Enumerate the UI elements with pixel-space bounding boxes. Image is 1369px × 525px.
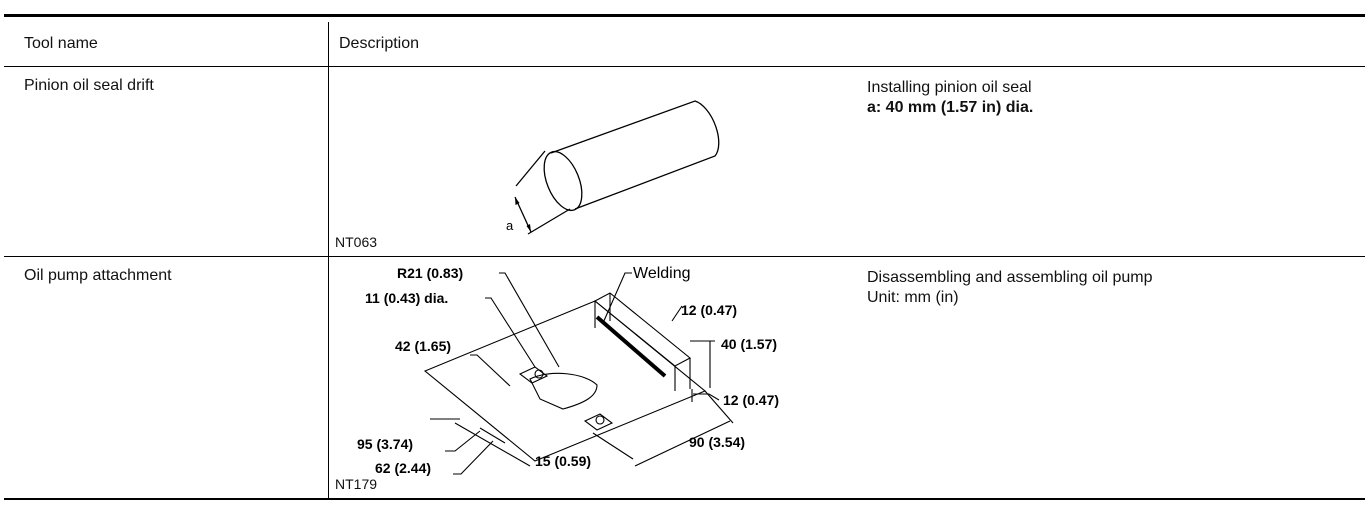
label-r21: R21 (0.83) [397, 265, 463, 281]
label-95: 95 (3.74) [357, 436, 413, 452]
leader-42 [470, 354, 511, 387]
note-dimension: a: 40 mm (1.57 in) dia. [867, 99, 1034, 116]
pin-hole-right [595, 415, 605, 425]
dim-90 [634, 420, 731, 467]
tool-name-cell: Pinion oil seal drift [4, 66, 329, 257]
label-40: 40 (1.57) [721, 336, 777, 352]
leader-62 [453, 440, 494, 475]
pin-hole-left [534, 369, 544, 379]
description-cell: a NT063 Installing pinion oil seal a: 40… [328, 66, 1365, 257]
label-62: 62 (2.44) [375, 460, 431, 476]
weld-seam [595, 315, 667, 378]
leader-11dia [485, 297, 536, 368]
note-usage: Installing pinion oil seal [867, 79, 1032, 96]
dim-90-ext [704, 390, 734, 424]
dim-arrow-bottom [526, 224, 531, 232]
label-12-upper: 12 (0.47) [681, 302, 737, 318]
dim-95 [454, 422, 531, 467]
dim-label-a: a [506, 218, 514, 233]
drift-body [550, 100, 720, 210]
label-12-lower: 12 (0.47) [723, 392, 779, 408]
table-row: Oil pump attachment [4, 256, 1365, 500]
dim-62 [479, 427, 506, 444]
oil-pump-attachment-illustration: R21 (0.83) 12 (0.47) 40 (1.57) 42 (1.65)… [357, 265, 779, 476]
pin-block-right [583, 413, 614, 431]
leader-welding [602, 272, 632, 324]
dim-extension-upper [515, 150, 546, 187]
pin-block-left [518, 366, 549, 384]
label-42: 42 (1.65) [395, 338, 451, 354]
label-90: 90 (3.54) [689, 434, 745, 450]
tool-usage-note: Disassembling and assembling oil pump Un… [867, 268, 1152, 308]
leader-12-lower [693, 393, 720, 401]
label-welding: Welding [633, 265, 691, 282]
dim-extension-lower [527, 208, 571, 235]
table-header-row: Tool name Description [4, 22, 1365, 67]
dim-12-upper [671, 305, 683, 322]
dim-15 [592, 432, 634, 460]
leader-r21 [499, 272, 560, 368]
top-rule [4, 14, 1365, 17]
pinion-oil-seal-drift-illustration: a [506, 100, 720, 235]
label-11-dia: 11 (0.43) dia. [365, 290, 448, 306]
note-unit: Unit: mm (in) [867, 289, 959, 306]
tool-usage-note: Installing pinion oil seal a: 40 mm (1.5… [867, 78, 1033, 118]
radius-boss [529, 372, 598, 410]
drift-front-face [543, 150, 583, 212]
figure-code: NT063 [335, 234, 378, 250]
figure-code: NT179 [335, 476, 378, 492]
tool-name-cell: Oil pump attachment [4, 256, 329, 500]
special-tools-table: Tool name Description Pinion oil seal dr… [4, 22, 1365, 500]
leader-95 [445, 430, 481, 452]
header-tool-name: Tool name [4, 22, 329, 67]
dim-arrow-top [515, 197, 520, 205]
table-row: Pinion oil seal drift a NT063 Installing… [4, 66, 1365, 257]
label-15: 15 (0.59) [535, 453, 591, 469]
note-usage: Disassembling and assembling oil pump [867, 269, 1153, 286]
header-description: Description [328, 22, 1365, 67]
description-cell: R21 (0.83) 12 (0.47) 40 (1.57) 42 (1.65)… [328, 256, 1365, 500]
base-plate [423, 300, 707, 462]
